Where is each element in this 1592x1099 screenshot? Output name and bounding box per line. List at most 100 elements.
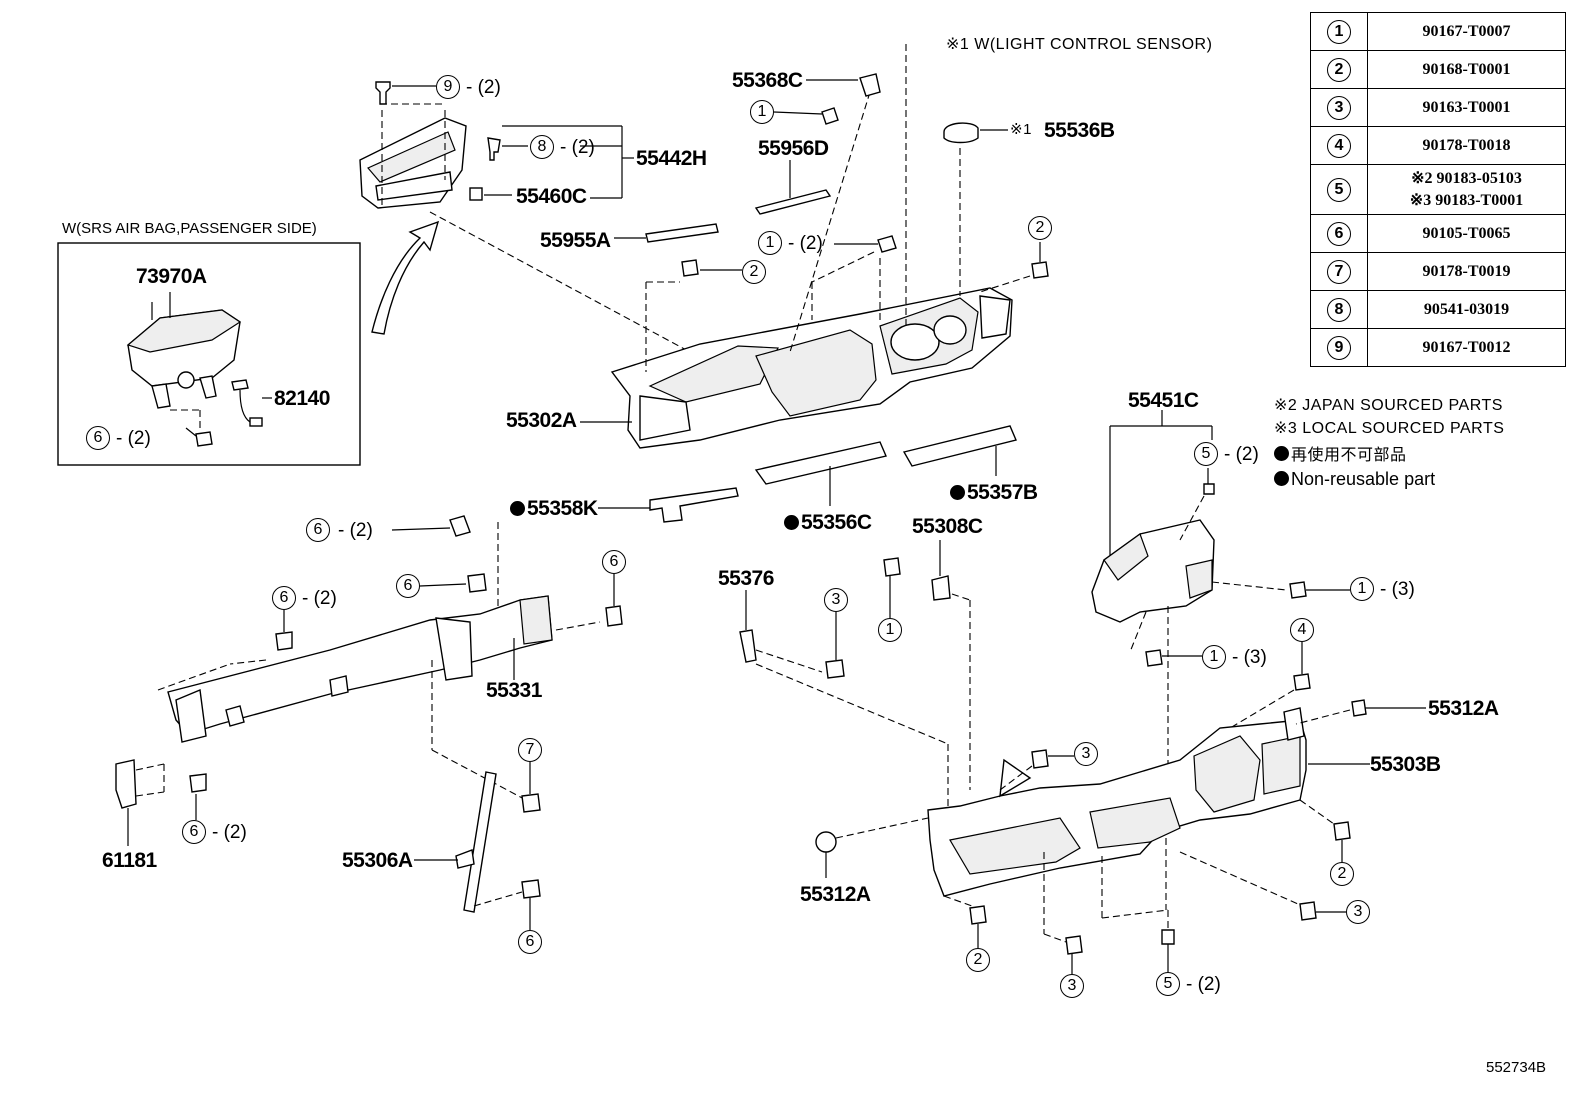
legend-part: ※2 90183-05103 (1411, 169, 1522, 187)
part-label: 55442H (636, 147, 707, 170)
legend-key: 9 (1327, 335, 1351, 360)
callout-1: 1 (1350, 577, 1374, 601)
callout-1: 1 (750, 100, 774, 124)
airbag-inset-frame (57, 242, 361, 466)
callout-1: 1 (878, 618, 902, 642)
callout-5: 5 (1156, 972, 1180, 996)
legend-key: 5 (1327, 177, 1351, 202)
bolt-2-icon (1031, 261, 1049, 279)
quantity: - (2) (1186, 974, 1221, 995)
clip-55312A-icon (815, 831, 837, 853)
nonreusable-dot-icon (510, 501, 525, 516)
quantity: - (2) (302, 588, 337, 609)
nonreusable-note-en: Non-reusable part (1274, 470, 1435, 488)
bolt-8-icon (487, 137, 501, 161)
clip-55368C-icon (859, 73, 881, 97)
drawing-number: 552734B (1486, 1059, 1547, 1076)
light-sensor-icon (943, 122, 979, 144)
part-label: 55451C (1128, 389, 1199, 412)
legend-row: 4 90178-T0018 (1310, 126, 1566, 165)
bolt-2-icon (969, 905, 987, 925)
reinforcement-55331 (167, 595, 553, 735)
screw-9-icon (375, 81, 391, 105)
screw-1-icon (1289, 581, 1307, 599)
legend-part: 90167-T0007 (1367, 12, 1566, 51)
nonreusable-note-jp: 再使用不可部品 (1274, 446, 1407, 464)
part-number: 55357B (967, 481, 1038, 504)
legend-key: 6 (1327, 221, 1351, 246)
part-label: 55308C (912, 515, 983, 538)
bolt-3-icon (1065, 935, 1083, 955)
bolt-6-icon (521, 879, 541, 899)
bolt-6-icon (467, 573, 487, 593)
part-label: 82140 (274, 387, 330, 410)
bolt-6-icon (449, 515, 471, 537)
callout-2: 2 (966, 948, 990, 972)
callout-6: 6 (182, 820, 206, 844)
legend-key: 7 (1327, 259, 1351, 284)
part-label: 55955A (540, 229, 611, 252)
callout-8: 8 (530, 135, 554, 159)
callout-2: 2 (1330, 862, 1354, 886)
local-sourced-note: ※3 LOCAL SOURCED PARTS (1274, 420, 1505, 437)
quantity: - (2) (212, 822, 247, 843)
insulator-55358K (649, 487, 739, 523)
part-number: 55356C (801, 511, 872, 534)
legend-key: 8 (1327, 297, 1351, 322)
legend-part-alt: ※3 90183-T0001 (1409, 191, 1524, 209)
clip-5-icon (1203, 483, 1215, 495)
connector-82140-icon (231, 379, 249, 391)
screw-1-icon (1145, 649, 1163, 667)
callout-3: 3 (1074, 742, 1098, 766)
japan-sourced-note: ※2 JAPAN SOURCED PARTS (1274, 397, 1503, 414)
nonreusable-jp-text: 再使用不可部品 (1291, 447, 1407, 464)
part-label: 55357B (950, 482, 1038, 503)
quantity: - (3) (1232, 647, 1267, 668)
callout-5: 5 (1194, 442, 1218, 466)
insulator-55357B (902, 425, 1017, 467)
strip-55956D (754, 189, 832, 215)
strip-55955A (645, 223, 719, 243)
legend-part: 90167-T0012 (1367, 328, 1566, 367)
clip-5-icon (1161, 929, 1175, 945)
bracket-55376 (739, 629, 757, 663)
brace-55306A (463, 771, 497, 913)
callout-3: 3 (1346, 900, 1370, 924)
insulator-55356C (754, 441, 887, 485)
part-label: 55536B (1044, 119, 1115, 142)
legend-row: 5 ※2 90183-05103 ※3 90183-T0001 (1310, 164, 1566, 215)
legend-key: 4 (1327, 133, 1351, 158)
part-label: 55312A (1428, 697, 1499, 720)
callout-7: 7 (518, 738, 542, 762)
callout-9: 9 (436, 75, 460, 99)
part-label: 61181 (102, 849, 157, 872)
legend-row: 1 90167-T0007 (1310, 12, 1566, 51)
light-sensor-note: ※1 W(LIGHT CONTROL SENSOR) (946, 36, 1213, 53)
bolt-3-icon (1031, 749, 1049, 769)
legend-part: 90105-T0065 (1367, 214, 1566, 253)
callout-2: 2 (742, 260, 766, 284)
legend-part: 90178-T0018 (1367, 126, 1566, 165)
bolt-6-icon (605, 605, 623, 627)
bracket-61181 (115, 759, 137, 809)
callout-4: 4 (1290, 618, 1314, 642)
screw-1-icon (821, 107, 839, 125)
callout-3: 3 (824, 588, 848, 612)
bolt-6-icon (189, 773, 207, 793)
quantity: - (2) (466, 77, 501, 98)
nut-4-icon (1293, 673, 1311, 691)
screw-1-icon (877, 235, 897, 253)
callout-6: 6 (272, 586, 296, 610)
callout-6: 6 (518, 930, 542, 954)
callout-1: 1 (758, 231, 782, 255)
bolt-3-icon (825, 659, 845, 679)
part-label: 55302A (506, 409, 577, 432)
legend-key: 1 (1327, 19, 1351, 44)
part-label: 55376 (718, 567, 774, 590)
callout-3: 3 (1060, 974, 1084, 998)
